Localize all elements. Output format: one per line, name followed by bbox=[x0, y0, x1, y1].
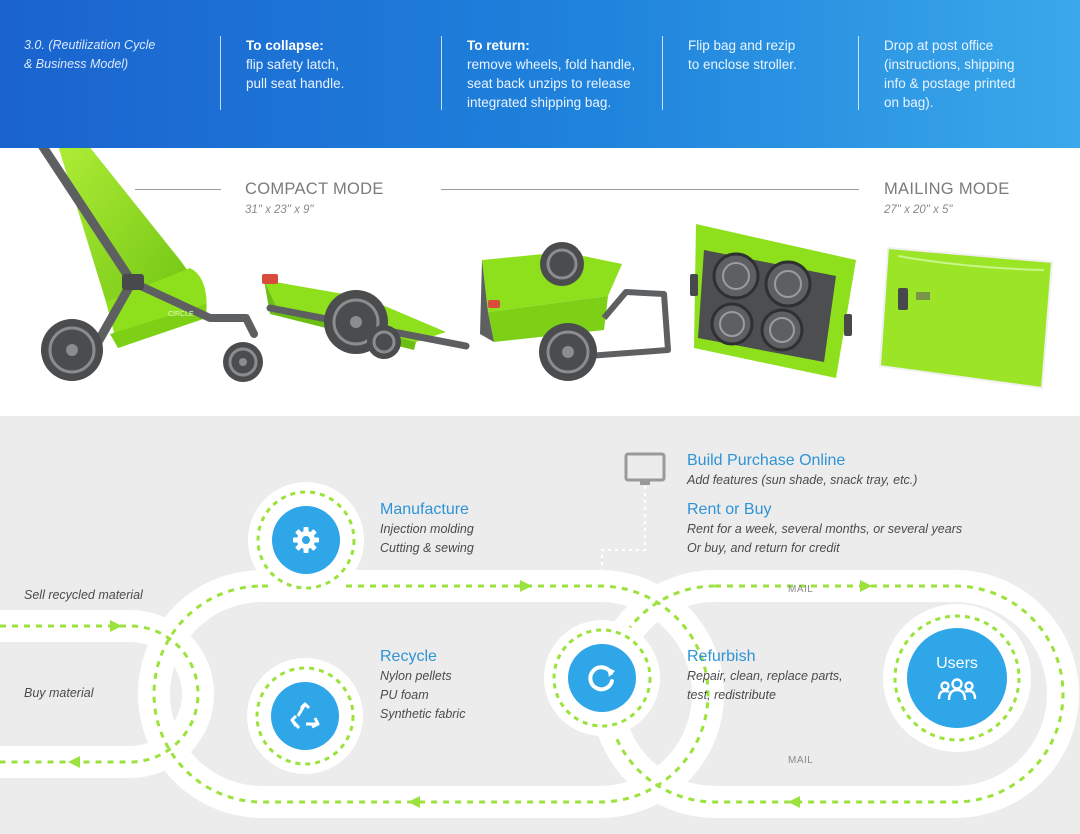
step-drop: Drop at post office (instructions, shipp… bbox=[884, 36, 1064, 112]
rent-or-buy-description: Rent for a week, several months, or seve… bbox=[687, 522, 963, 555]
compact-mode-dims: 31" x 23" x 9" bbox=[245, 204, 314, 216]
step-return: To return: remove wheels, fold handle, s… bbox=[467, 36, 657, 112]
compact-mode-title: COMPACT MODE bbox=[245, 180, 384, 198]
bag-open-image bbox=[690, 224, 856, 378]
refurbish-title: Refurbish bbox=[687, 648, 756, 665]
step-return-text: remove wheels, fold handle, seat back un… bbox=[467, 57, 636, 110]
step-divider bbox=[220, 36, 221, 110]
product-stages-band: COMPACT MODE 31" x 23" x 9" MAILING MODE… bbox=[0, 148, 1080, 416]
buy-material-label: Buy material bbox=[24, 686, 94, 700]
brand-logo: CIRCLE bbox=[168, 311, 194, 318]
step-return-heading: To return: bbox=[467, 38, 530, 53]
manufacture-title: Manufacture bbox=[380, 501, 469, 518]
rent-or-buy-title: Rent or Buy bbox=[687, 501, 772, 518]
instructions-band: 3.0. (Reutilization Cycle & Business Mod… bbox=[0, 0, 1080, 148]
step-flip: Flip bag and rezip to enclose stroller. bbox=[688, 36, 848, 74]
users-node: Users bbox=[907, 628, 1007, 728]
mailing-mode-title: MAILING MODE bbox=[884, 180, 1010, 198]
step-collapse: To collapse: flip safety latch, pull sea… bbox=[246, 36, 426, 93]
refresh-cycle-icon bbox=[588, 665, 615, 692]
arrow-right-icon bbox=[860, 580, 872, 592]
step-flip-text: Flip bag and rezip to enclose stroller. bbox=[688, 38, 797, 72]
step-collapse-heading: To collapse: bbox=[246, 38, 324, 53]
step-drop-text: Drop at post office (instructions, shipp… bbox=[884, 38, 1016, 110]
step-divider bbox=[441, 36, 442, 110]
arrow-left-icon bbox=[788, 796, 800, 808]
step-divider bbox=[662, 36, 663, 110]
online-connector bbox=[601, 486, 646, 578]
manufacture-description: Injection molding Cutting & sewing bbox=[380, 522, 474, 555]
step-divider bbox=[858, 36, 859, 110]
step-collapse-text: flip safety latch, pull seat handle. bbox=[246, 57, 345, 91]
cycle-track-diagram bbox=[0, 452, 1079, 818]
arrow-right-icon bbox=[520, 580, 532, 592]
mailing-bag-image bbox=[878, 246, 1054, 390]
mail-label-top: MAIL bbox=[788, 584, 814, 595]
refurbish-description: Repair, clean, replace parts, test, redi… bbox=[687, 669, 843, 702]
mail-label-bottom: MAIL bbox=[788, 755, 814, 766]
section-intro: 3.0. (Reutilization Cycle & Business Mod… bbox=[24, 38, 156, 71]
mode-rule bbox=[441, 189, 859, 190]
monitor-icon bbox=[624, 452, 666, 485]
refurbish-node bbox=[568, 644, 636, 712]
build-purchase-title: Build Purchase Online bbox=[687, 452, 846, 469]
recycle-triangle-icon bbox=[290, 702, 320, 729]
mode-rule bbox=[135, 189, 221, 190]
recycle-description: Nylon pellets PU foam Synthetic fabric bbox=[380, 669, 466, 721]
stroller-open-image: CIRCLE bbox=[38, 148, 263, 382]
build-purchase-description: Add features (sun shade, snack tray, etc… bbox=[687, 473, 918, 487]
stroller-unzip-image bbox=[480, 242, 671, 381]
users-label: Users bbox=[936, 655, 978, 672]
recycle-node bbox=[271, 682, 339, 750]
recycle-title: Recycle bbox=[380, 648, 437, 665]
manufacture-node bbox=[272, 506, 340, 574]
mailing-mode-dims: 27" x 20" x 5" bbox=[884, 204, 953, 216]
stroller-collapsed-image bbox=[262, 274, 470, 359]
sell-recycled-material-label: Sell recycled material bbox=[24, 588, 143, 602]
arrow-left-icon bbox=[408, 796, 420, 808]
arrow-left-icon bbox=[68, 756, 80, 768]
users-group-icon bbox=[937, 678, 977, 701]
gear-icon bbox=[293, 527, 319, 553]
business-cycle-band: Users Manufacture Injection molding Cutt… bbox=[0, 416, 1080, 834]
arrow-right-icon bbox=[110, 620, 122, 632]
